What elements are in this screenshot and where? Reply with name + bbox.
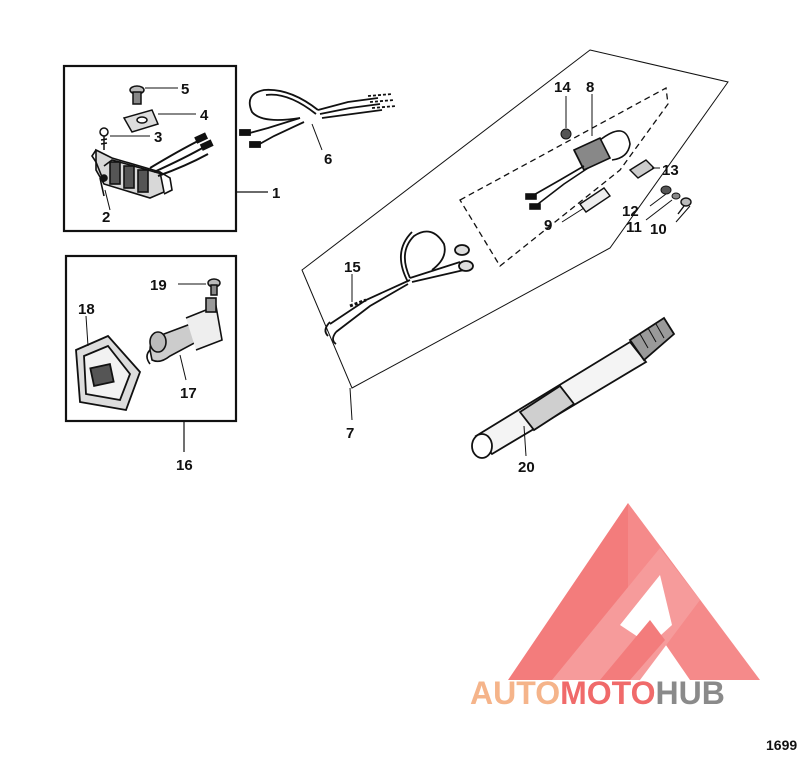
callout-1: 1 [272, 185, 280, 202]
screw-part-19-icon [207, 278, 221, 296]
harness-part-15 [324, 230, 474, 345]
callout-12: 12 [622, 203, 639, 220]
clamp-part-4-icon [122, 109, 160, 133]
watermark-logo-icon [508, 503, 760, 680]
box-part-16 [64, 254, 238, 423]
callout-11: 11 [626, 219, 642, 236]
callout-2: 2 [102, 209, 110, 226]
tube-part-20 [471, 316, 676, 459]
callout-7: 7 [346, 425, 354, 442]
leader-11 [645, 199, 673, 221]
leader-12 [649, 193, 667, 207]
screw-part-3-icon [99, 127, 109, 150]
leader-7 [349, 387, 353, 421]
callout-20: 20 [518, 459, 535, 476]
harness-part-6 [239, 88, 397, 148]
leader-20 [523, 425, 527, 457]
leader-6 [311, 123, 323, 151]
watermark-part-hub: HUB [655, 675, 724, 711]
callout-6: 6 [324, 151, 332, 168]
plug-part-17 [146, 297, 223, 365]
screw-part-5-icon [129, 85, 145, 105]
leader-2 [104, 189, 111, 211]
washer-part-12-icon [660, 185, 672, 195]
terminal-block-part-2 [91, 148, 173, 199]
callout-3: 3 [154, 129, 162, 146]
callout-4: 4 [200, 107, 209, 124]
callout-5: 5 [181, 81, 189, 98]
watermark-text: AUTOMOTOHUB [470, 675, 725, 711]
fuse-part-9-icon [578, 187, 612, 213]
figure-number: 1699 [766, 737, 797, 753]
callout-8: 8 [586, 79, 594, 96]
fuse-holder-part-8 [525, 130, 631, 210]
callout-15: 15 [344, 259, 361, 276]
callout-18: 18 [78, 301, 95, 318]
callout-13: 13 [662, 162, 679, 179]
callout-9: 9 [544, 217, 552, 234]
plate-part-18 [75, 334, 142, 412]
callout-17: 17 [180, 385, 197, 402]
callout-14: 14 [554, 79, 571, 96]
boot-part-13-icon [628, 159, 656, 179]
washer-part-11-icon [671, 192, 681, 200]
callout-19: 19 [150, 277, 167, 294]
leader-18 [85, 315, 89, 347]
kit-box-dashed [459, 86, 669, 267]
watermark-part-auto: AUTO [470, 675, 560, 711]
watermark-part-moto: MOTO [560, 675, 655, 711]
leader-17 [179, 354, 187, 381]
block-wires [149, 132, 214, 177]
nut-part-14-icon [560, 128, 572, 140]
outline-part-7 [301, 49, 729, 389]
screw-part-10-icon [677, 197, 692, 215]
leader-10 [675, 205, 691, 223]
callout-10: 10 [650, 221, 667, 238]
callout-16: 16 [176, 457, 193, 474]
box-part-1 [62, 64, 238, 233]
leader-9 [561, 207, 585, 223]
